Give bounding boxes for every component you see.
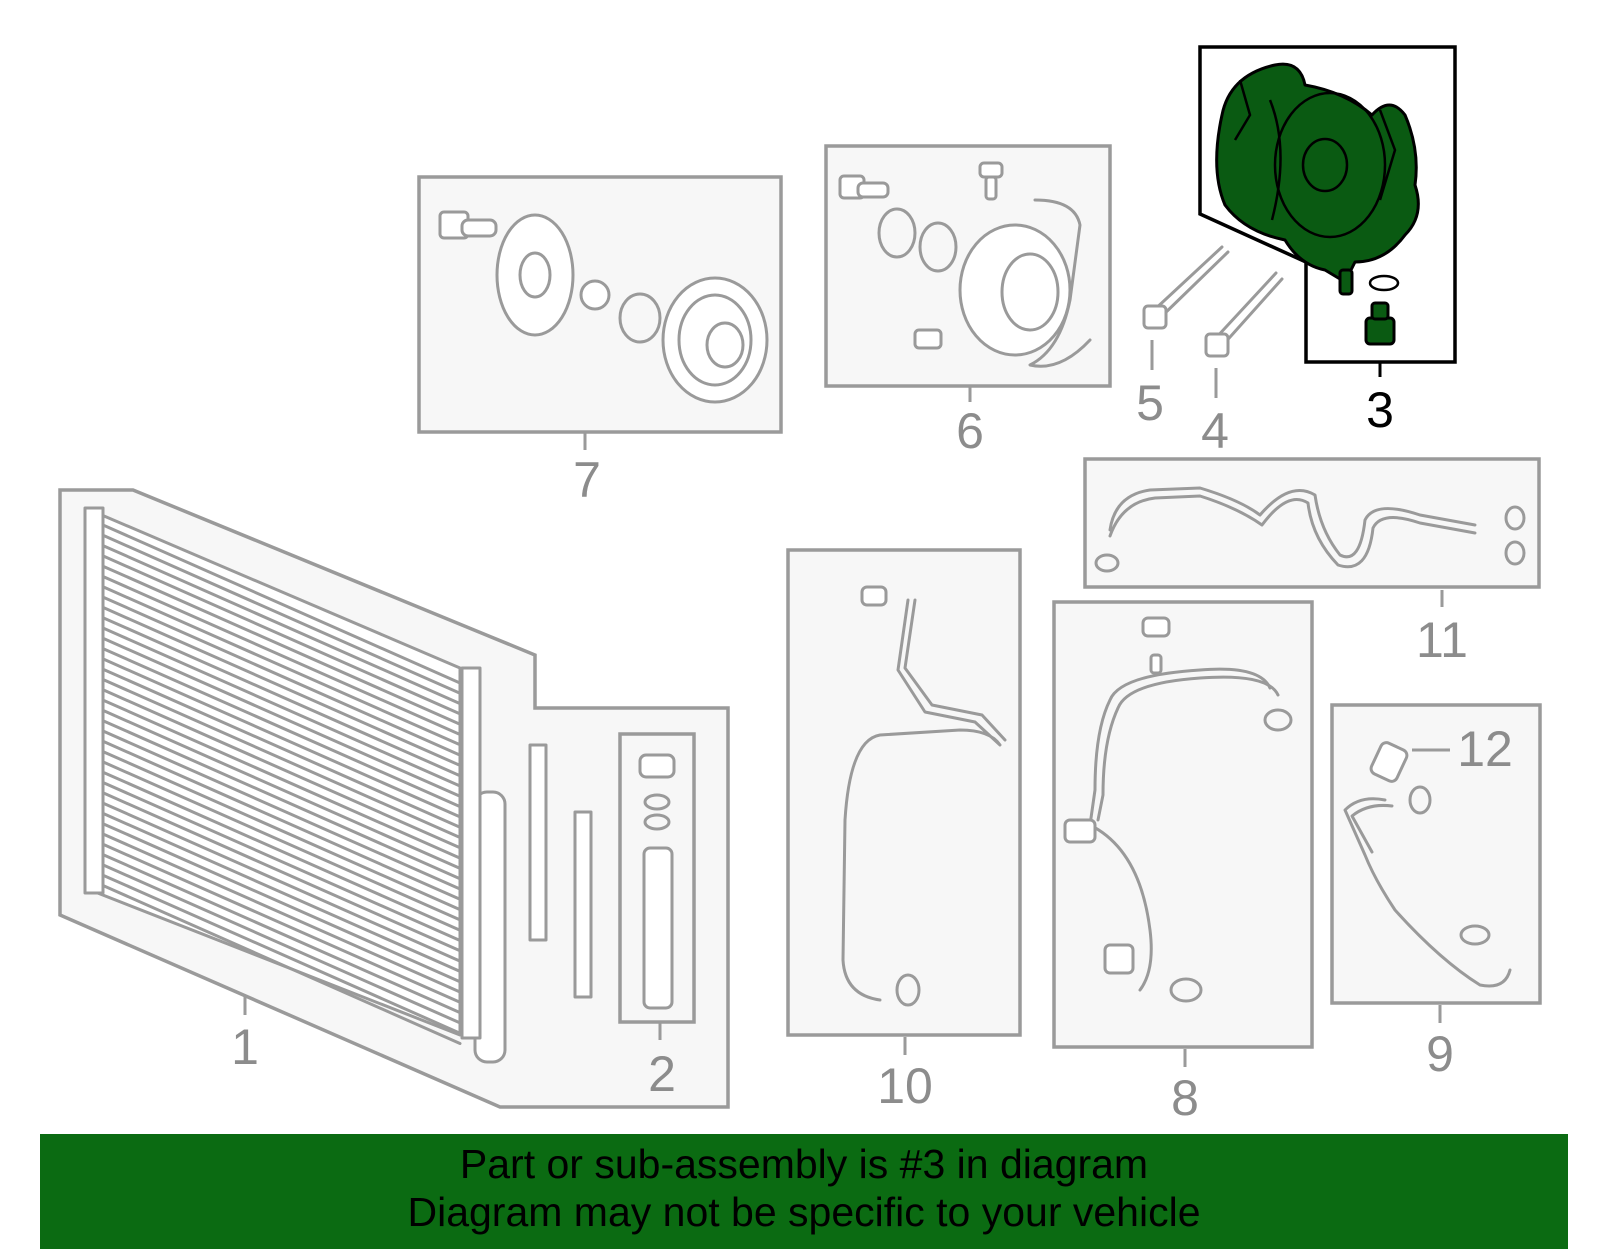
pressure-switch-12[interactable]: 12 [1369, 721, 1513, 783]
bolt-5[interactable]: 5 [1136, 245, 1230, 431]
callout-8[interactable]: 8 [1171, 1070, 1199, 1126]
side-seal-2 [573, 810, 593, 999]
clutch-kit-group[interactable]: 7 [417, 175, 783, 508]
condenser-fin [101, 575, 462, 736]
condenser-fin [101, 647, 462, 809]
condenser-fin [101, 739, 462, 901]
desiccant-group[interactable]: 2 [618, 732, 696, 1102]
condenser-fin [101, 781, 462, 942]
condenser-fin [101, 533, 462, 695]
callout-7[interactable]: 7 [573, 452, 601, 508]
discharge-hose-group[interactable]: 8 [1052, 600, 1314, 1126]
callout-4[interactable]: 4 [1201, 403, 1229, 459]
suction-line-group[interactable]: 11 [1083, 457, 1541, 668]
condenser-fin [101, 801, 462, 963]
condenser-fin [101, 523, 462, 685]
condenser-fin [101, 698, 462, 860]
compressor-highlight [1215, 62, 1420, 346]
condenser-fin [101, 832, 462, 994]
banner-line-1: Part or sub-assembly is #3 in diagram [459, 1141, 1149, 1187]
side-seal-1 [528, 743, 548, 942]
callout-9[interactable]: 9 [1426, 1026, 1454, 1082]
condenser-fin [101, 636, 462, 798]
condenser-fin [101, 719, 462, 881]
condenser-fin [101, 822, 462, 984]
callout-2[interactable]: 2 [648, 1046, 676, 1102]
condenser-fin [101, 760, 462, 922]
condenser-fin [101, 667, 462, 829]
callout-1[interactable]: 1 [231, 1019, 259, 1075]
condenser-fin [101, 770, 462, 932]
condenser-fin [101, 873, 462, 1035]
callout-10[interactable]: 10 [877, 1058, 933, 1114]
condenser-group[interactable]: 1 [58, 488, 730, 1109]
condenser-core [83, 506, 507, 1064]
discharge-hose-panel [1052, 600, 1314, 1049]
condenser-fin [101, 842, 462, 1004]
pressure-line-panel [1330, 703, 1542, 1005]
condenser-fin [101, 678, 462, 839]
condenser-fin [101, 544, 462, 706]
condenser-fin [101, 626, 462, 788]
callout-6[interactable]: 6 [956, 403, 984, 459]
pressure-line-group[interactable]: 12 9 [1330, 703, 1542, 1082]
bolt-4[interactable]: 4 [1201, 271, 1284, 459]
callout-3[interactable]: 3 [1366, 382, 1394, 438]
condenser-fin [101, 729, 462, 891]
callout-5[interactable]: 5 [1136, 375, 1164, 431]
condenser-fin [101, 811, 462, 973]
callout-12[interactable]: 12 [1457, 721, 1513, 777]
banner-line-2: Diagram may not be specific to your vehi… [407, 1189, 1201, 1235]
condenser-fin [101, 585, 462, 747]
condenser-fin [101, 616, 462, 778]
condenser-fin [101, 853, 462, 1015]
condenser-fin [101, 605, 462, 767]
condenser-fin [101, 688, 462, 850]
condenser-fin [101, 657, 462, 819]
callout-11[interactable]: 11 [1416, 612, 1468, 668]
liquid-line-group[interactable]: 10 [786, 548, 1022, 1114]
info-banner: Part or sub-assembly is #3 in diagram Di… [40, 1134, 1568, 1249]
compressor-group[interactable]: 3 [1198, 45, 1457, 438]
condenser-fin [101, 791, 462, 953]
condenser-fin [101, 750, 462, 912]
condenser-fin [101, 708, 462, 870]
condenser-fin [101, 564, 462, 726]
condenser-fin [101, 595, 462, 757]
condenser-fin [101, 884, 462, 1045]
condenser-fin [101, 554, 462, 716]
field-coil-group[interactable]: 6 [824, 144, 1112, 459]
condenser-fin [101, 863, 462, 1025]
